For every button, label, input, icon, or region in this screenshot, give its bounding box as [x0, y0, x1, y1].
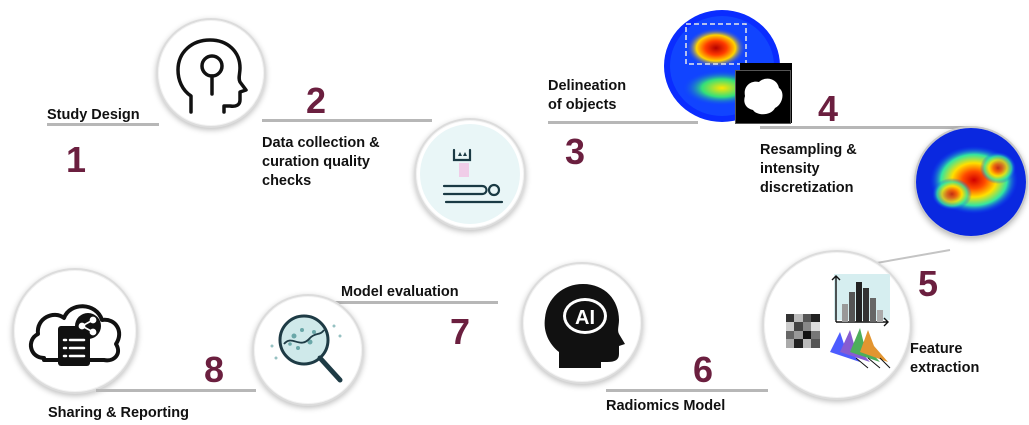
step-4-label-line-2: intensity — [760, 161, 820, 177]
magnifier-evaluation-icon — [270, 314, 343, 383]
step-6-label: Radiomics Model — [606, 398, 726, 414]
step-4-circle — [914, 126, 1028, 238]
step-7-number: 7 — [450, 311, 471, 352]
step-7-circle — [252, 294, 364, 406]
pet-scan-segmentation-icon — [664, 8, 796, 124]
ai-head-icon: AI — [544, 284, 625, 368]
heatmap-scan-icon — [916, 128, 1026, 236]
step-2-label-line-2: curation quality — [262, 154, 370, 170]
step-3-rule — [548, 121, 698, 124]
step-4-number: 4 — [818, 88, 839, 129]
step-5-label: Feature extraction — [910, 340, 979, 378]
step-4-label-line-3: discretization — [760, 180, 854, 196]
step-6-circle: AI — [521, 262, 643, 384]
step-6-rule — [606, 389, 768, 392]
pet-scanner-icon — [420, 124, 520, 224]
step-3-label: Delineation of objects — [548, 77, 626, 115]
step-3-number: 3 — [565, 131, 586, 172]
step-6-number: 6 — [693, 349, 714, 390]
step-5-label-line-1: Feature — [910, 341, 963, 357]
step-1-circle — [156, 18, 266, 128]
step-2-number: 2 — [306, 80, 327, 121]
svg-text:AI: AI — [575, 307, 595, 329]
step-2-label-line-3: checks — [262, 173, 312, 189]
step-8-label: Sharing & Reporting — [48, 405, 189, 421]
step-3-label-line-1: Delineation — [548, 78, 627, 94]
step-5-number: 5 — [918, 263, 939, 304]
step-1-rule — [47, 123, 159, 126]
step-4-label-line-1: Resampling & — [760, 142, 857, 158]
texture-matrix — [786, 314, 820, 348]
step-1-label: Study Design — [47, 107, 140, 123]
head-silhouette-icon — [176, 38, 248, 114]
step-5-label-line-2: extraction — [910, 360, 980, 376]
step-2-label: Data collection & curation quality check… — [262, 134, 380, 191]
step-2-circle — [414, 118, 526, 230]
step-5-circle — [762, 250, 912, 400]
step-7-label: Model evaluation — [341, 284, 459, 300]
step-1-number: 1 — [66, 139, 87, 180]
step-8-number: 8 — [204, 349, 225, 390]
histogram-features-icon — [786, 274, 891, 369]
step-8-rule — [96, 389, 256, 392]
step-2-rule — [262, 119, 432, 122]
step-2-label-line-1: Data collection & — [262, 135, 380, 151]
step-4-label: Resampling & intensity discretization — [760, 141, 857, 198]
step-7-rule — [322, 301, 498, 304]
step-8-circle — [12, 268, 138, 394]
step-4-rule — [760, 126, 970, 129]
cloud-share-icon — [28, 304, 122, 366]
step-3-label-line-2: of objects — [548, 97, 617, 113]
